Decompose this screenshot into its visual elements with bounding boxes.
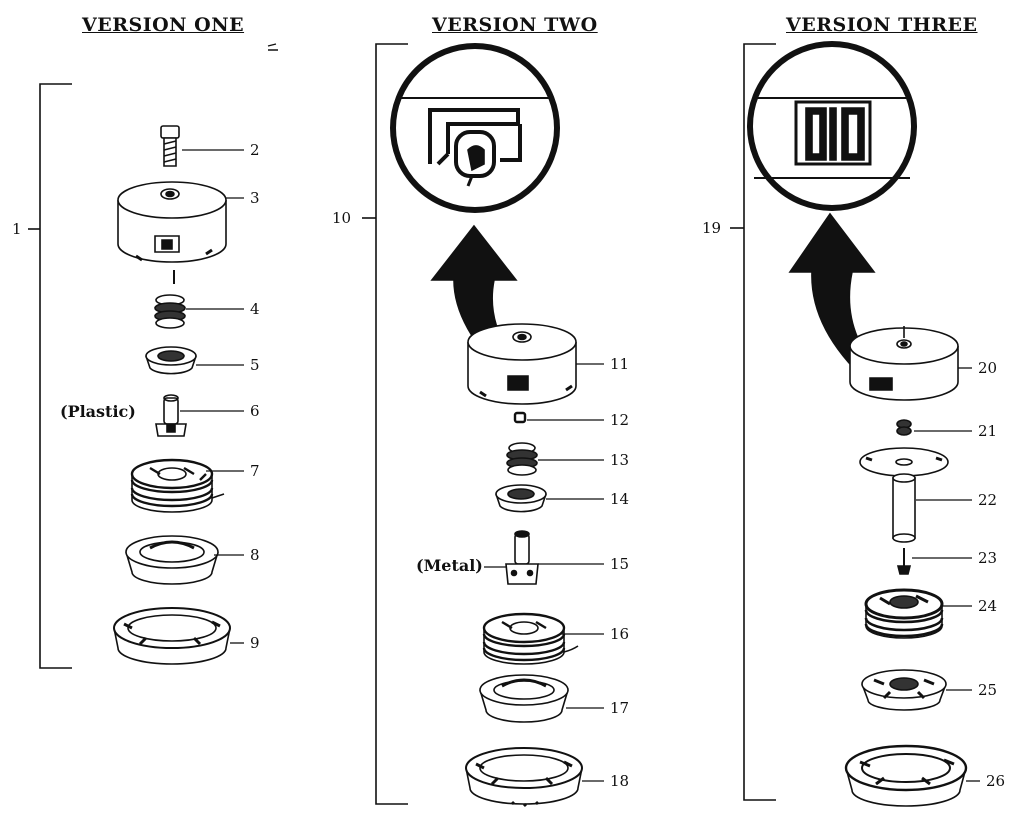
part-number: 25 [978,681,998,699]
part-3-cover [118,182,226,262]
part-20-cover [850,326,958,400]
part-5-washer [146,347,196,374]
part-21-spring [897,420,911,435]
title-version-three: VERSION THREE [786,14,978,36]
note-metal: (Metal) [416,556,483,575]
stray-mark [268,44,278,50]
part-number: 2 [250,141,260,159]
bracket-v3 [744,44,776,800]
part-11-cover [468,324,576,404]
part-number: 15 [610,555,630,573]
assembly-number-v3: 19 [702,219,722,237]
part-number: 20 [978,359,998,377]
version-one-assembly [28,84,244,668]
part-number: 6 [250,402,260,420]
part-4-spring [155,295,185,328]
part-14-washer [496,485,546,512]
bracket-v2 [376,44,408,804]
part-number: 24 [978,597,998,615]
part-15-shaft [506,531,538,584]
part-number: 23 [978,549,998,567]
part-number: 3 [250,189,260,207]
part-8-housing [126,536,218,584]
part-24-spool [866,590,942,638]
part-number: 14 [610,490,630,508]
part-number: 11 [610,355,630,373]
part-number: 26 [986,772,1006,790]
part-16-spool [484,614,578,664]
part-22-plate [860,448,948,542]
part-number: 22 [978,491,998,509]
version-two-assembly [362,44,604,806]
detail-circle-v2 [393,46,557,210]
part-25-hub [862,670,946,710]
detail-circle-v3 [750,44,914,208]
part-number: 8 [250,546,260,564]
part-number: 4 [250,300,260,318]
part-number: 12 [610,411,630,429]
part-2-bolt [161,126,179,166]
part-number: 5 [250,356,260,374]
part-6-shaft [156,395,186,436]
part-number: 16 [610,625,630,643]
title-version-one: VERSION ONE [82,14,245,36]
part-7-spool [132,460,224,512]
part-number: 9 [250,634,260,652]
part-23-screw [898,548,910,574]
part-26-ring [846,746,966,806]
bracket-v1 [40,84,72,668]
part-number: 7 [250,462,260,480]
part-17-housing [480,675,568,722]
part-number: 18 [610,772,630,790]
part-number: 21 [978,422,998,440]
leaders-v2 [484,364,604,781]
leaders-v1 [180,150,244,643]
part-9-ring [114,608,230,664]
part-13-spring [507,443,537,475]
title-version-two: VERSION TWO [432,14,598,36]
leaders-v3 [912,368,980,781]
part-number: 17 [610,699,630,717]
part-number: 13 [610,451,630,469]
assembly-number-v1: 1 [12,220,22,238]
version-three-assembly [730,44,980,806]
assembly-number-v2: 10 [332,209,352,227]
part-12-nut [515,413,525,422]
part-18-ring [466,748,582,806]
note-plastic: (Plastic) [60,402,136,421]
